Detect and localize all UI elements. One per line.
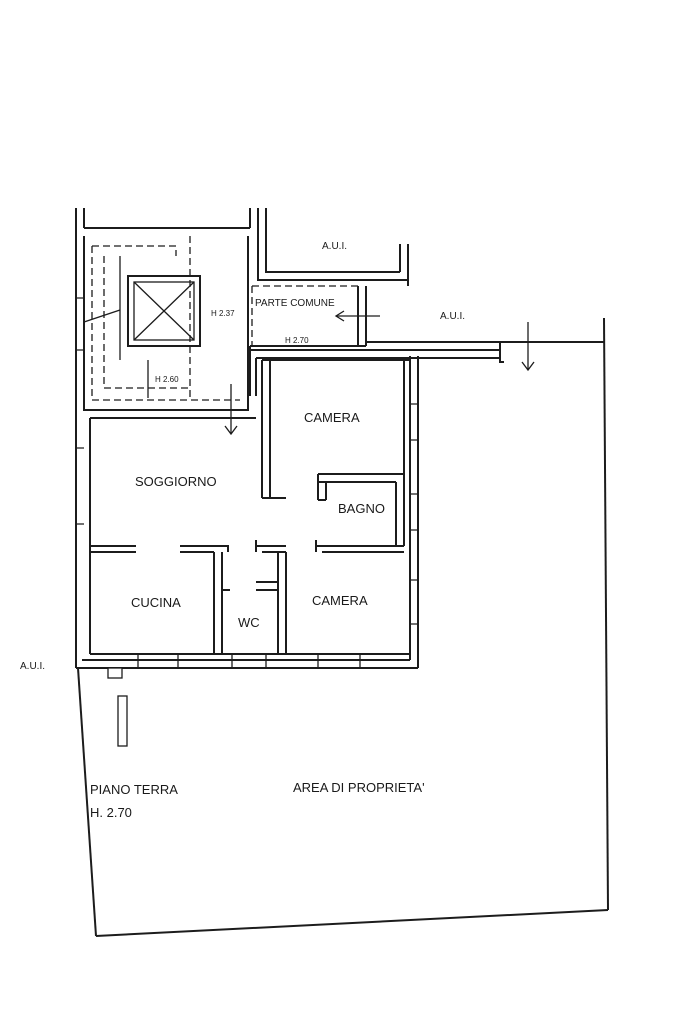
stairwell [83,236,249,411]
label-piano-terra: PIANO TERRA [90,782,178,797]
room-label-camera-bottom: CAMERA [312,593,368,608]
label-aui-top: A.U.I. [322,241,347,252]
room-label-camera-top: CAMERA [304,410,360,425]
apartment-walls [84,359,410,655]
label-aui-left: A.U.I. [20,661,45,672]
property-boundary [77,317,609,937]
bench-fixture [117,695,128,747]
label-area-di-proprieta: AREA DI PROPRIETA' [293,780,425,795]
room-label-soggiorno: SOGGIORNO [135,474,217,489]
label-height-260: H 2.60 [155,375,179,384]
common-area [249,222,504,396]
label-aui-right: A.U.I. [440,311,465,322]
building-outline [75,208,419,669]
window-marks [76,297,418,668]
step-fixture [107,667,123,679]
arrow-down-icon [224,384,238,436]
arrow-down-icon [521,322,535,372]
room-label-wc: WC [238,615,260,630]
label-piano-terra-height: H. 2.70 [90,805,132,820]
room-label-cucina: CUCINA [131,595,181,610]
entrance-arrows [224,310,535,436]
label-height-270-corridor: H 2.70 [285,336,309,345]
label-parte-comune: PARTE COMUNE [255,298,335,309]
room-label-bagno: BAGNO [338,501,385,516]
arrow-left-icon [334,310,380,322]
label-height-237: H 2.37 [211,309,235,318]
lift-shaft [127,275,201,347]
